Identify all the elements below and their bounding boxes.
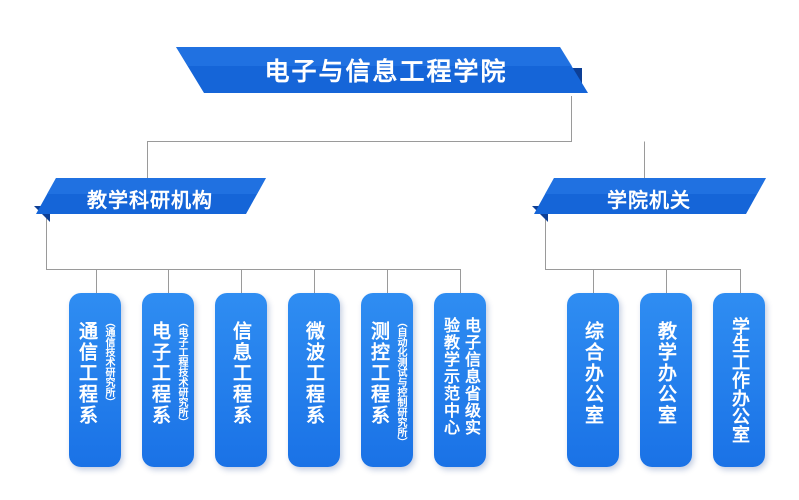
office-name: 学生工作办公室	[729, 317, 750, 443]
college-title: 电子与信息工程学院	[264, 57, 508, 86]
unit-subtitle: （自动化测试与控制研究所）	[395, 317, 406, 447]
office-card-student-affairs: 学生工作办公室	[713, 293, 765, 467]
unit-card-communication: 通信工程系 （通信技术研究所）	[69, 293, 121, 467]
section-banner-teaching-research: 教学科研机构	[34, 176, 266, 222]
unit-name-column-left: 验教学示范中心	[441, 317, 460, 436]
unit-card-demo-center: 电子信息省级实 验教学示范中心	[434, 293, 486, 467]
unit-card-measurement-control: 测控工程系 （自动化测试与控制研究所）	[361, 293, 413, 467]
unit-name: 微波工程系	[303, 321, 325, 426]
section-banner-shape	[532, 178, 766, 222]
unit-card-electronic: 电子工程系 （电子工程技术研究所）	[142, 293, 194, 467]
office-name: 教学办公室	[655, 321, 677, 426]
unit-card-information: 信息工程系	[215, 293, 267, 467]
unit-card-microwave: 微波工程系	[288, 293, 340, 467]
unit-name: 电子工程系	[149, 321, 171, 426]
office-card-general: 综合办公室	[567, 293, 619, 467]
title-banner-shape	[176, 47, 588, 93]
office-name: 综合办公室	[582, 321, 604, 426]
section-banner-admin: 学院机关	[532, 176, 766, 222]
office-card-teaching: 教学办公室	[640, 293, 692, 467]
college-title-banner: 电子与信息工程学院	[176, 44, 588, 96]
unit-name: 信息工程系	[230, 321, 252, 426]
unit-name-column-right: 电子信息省级实	[462, 317, 481, 436]
section-title-admin: 学院机关	[607, 187, 691, 212]
section-title-teaching-research: 教学科研机构	[87, 187, 213, 212]
section-banner-shape	[34, 178, 266, 222]
unit-name: 通信工程系	[76, 321, 98, 426]
unit-subtitle: （电子工程技术研究所）	[176, 317, 187, 427]
unit-subtitle: （通信技术研究所）	[103, 317, 114, 407]
unit-name: 测控工程系	[368, 321, 390, 426]
